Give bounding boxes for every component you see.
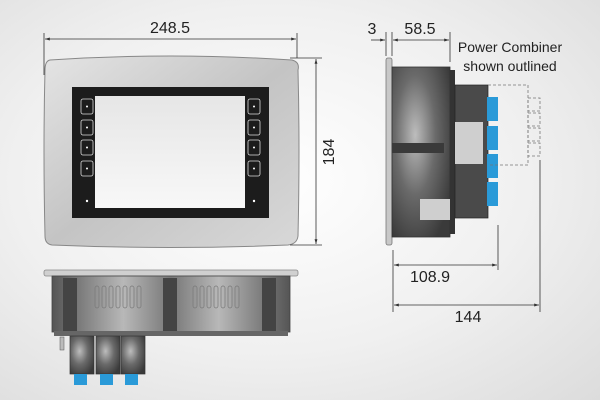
softkey-left-2[interactable]	[80, 119, 94, 136]
ground-screw	[59, 336, 65, 351]
blue-connector	[125, 374, 138, 385]
bezel-thickness-label: 3	[368, 21, 377, 38]
blue-connector	[487, 154, 498, 178]
connector-module-3	[120, 335, 146, 375]
softkey-right-4[interactable]	[247, 160, 261, 177]
connector-depth-label: 108.9	[410, 269, 450, 286]
bezel-flange	[385, 57, 393, 246]
blue-connector	[487, 126, 498, 150]
blue-connector	[487, 97, 498, 121]
blue-connector	[487, 182, 498, 206]
blue-connector	[74, 374, 87, 385]
softkey-right-3[interactable]	[247, 139, 261, 156]
right-softkeys	[247, 98, 261, 203]
softkey-left-3[interactable]	[80, 139, 94, 156]
bottom-view	[43, 269, 299, 385]
left-softkeys	[80, 98, 94, 203]
note-line-1: Power Combiner	[458, 39, 563, 55]
height-dimension-label: 184	[321, 139, 338, 166]
depth-label: 58.5	[404, 21, 435, 38]
width-dimension-label: 248.5	[150, 20, 190, 37]
bezel-edge	[43, 269, 299, 277]
front-view: 248.5 184	[43, 20, 338, 248]
softkey-left-4[interactable]	[80, 160, 94, 177]
softkey-left-1[interactable]	[80, 98, 94, 115]
blue-connector	[100, 374, 113, 385]
side-blue-connectors	[487, 97, 498, 206]
side-view: 3 58.5 Power Combiner shown outlined 108…	[368, 21, 563, 326]
softkey-right-2[interactable]	[247, 119, 261, 136]
connector-module-1	[69, 335, 95, 375]
led-indicator-right	[252, 199, 256, 203]
led-indicator-left	[85, 199, 89, 203]
display-screen	[95, 96, 245, 208]
total-depth-label: 144	[455, 309, 482, 326]
power-combiner-outline	[488, 84, 541, 166]
connector-module-2	[95, 335, 121, 375]
softkey-right-1[interactable]	[247, 98, 261, 115]
note-line-2: shown outlined	[463, 58, 556, 74]
connector-modules	[59, 335, 146, 385]
